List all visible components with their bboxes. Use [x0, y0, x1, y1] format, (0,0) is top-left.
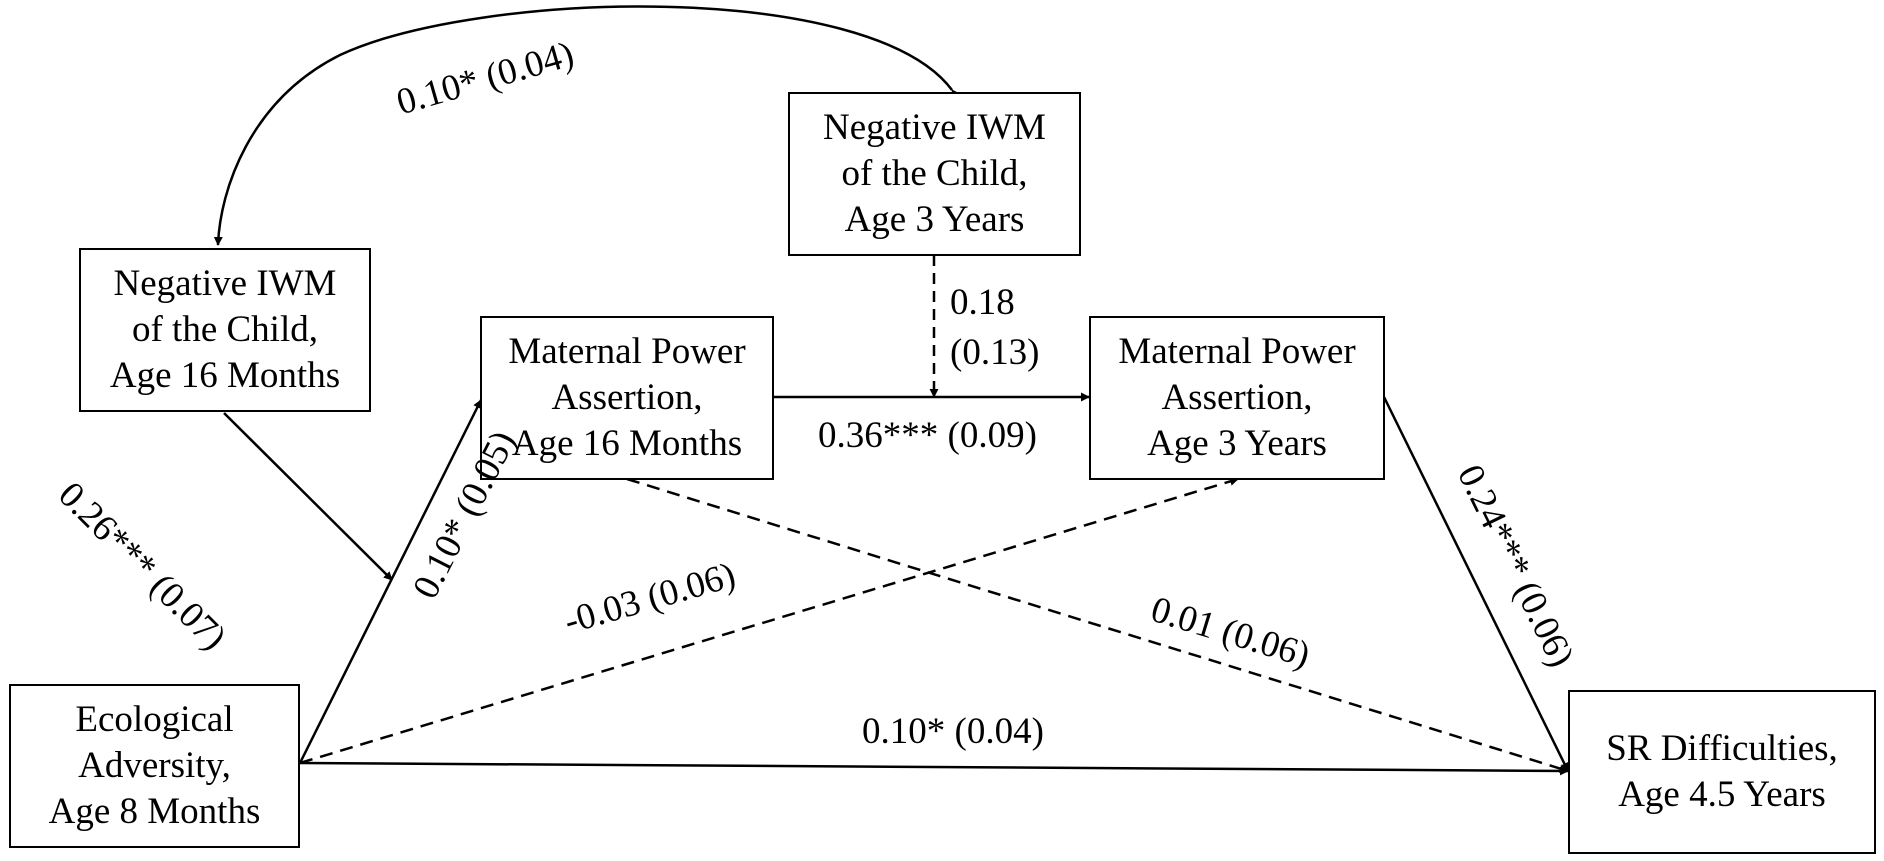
arrow-iwm16-to-eco: [223, 412, 393, 581]
node-line: Age 3 Years: [1147, 423, 1327, 464]
node-line: Negative IWM: [823, 107, 1046, 148]
node-mpa-16-months: Maternal Power Assertion, Age 16 Months: [480, 316, 774, 480]
coef-mpa16-to-mpa3: 0.36*** (0.09): [818, 415, 1037, 456]
node-line: of the Child,: [841, 153, 1028, 194]
node-iwm-3-years: Negative IWM of the Child, Age 3 Years: [788, 92, 1081, 256]
node-line: Age 3 Years: [844, 199, 1025, 240]
node-iwm-16-months: Negative IWM of the Child, Age 16 Months: [79, 248, 371, 412]
node-line: Age 16 Months: [511, 423, 743, 464]
node-line: Assertion,: [551, 377, 703, 418]
node-line: Negative IWM: [113, 263, 337, 304]
node-line: Maternal Power: [508, 331, 746, 372]
arrow-eco-to-mpa16: [298, 399, 483, 764]
node-mpa-3-years: Maternal Power Assertion, Age 3 Years: [1089, 316, 1385, 480]
node-line: Age 16 Months: [109, 355, 341, 396]
node-ecological-adversity: Ecological Adversity, Age 8 Months: [9, 684, 300, 848]
arrow-eco-to-sr: [299, 761, 1569, 776]
coef-iwm3-to-mpa3-value: 0.18: [950, 282, 1015, 323]
arrow-mpa3-to-sr: [1382, 396, 1570, 772]
node-line: Assertion,: [1161, 377, 1313, 418]
node-line: SR Difficulties,: [1606, 728, 1838, 769]
node-line: Age 4.5 Years: [1618, 774, 1826, 815]
coef-iwm3-to-mpa3-se: (0.13): [950, 332, 1040, 373]
node-line: Age 8 Months: [48, 791, 261, 832]
node-line: of the Child,: [131, 309, 318, 350]
covariance-arc-iwm: [213, 5, 961, 246]
node-sr-difficulties: SR Difficulties, Age 4.5 Years: [1568, 690, 1876, 854]
arrow-eco-to-mpa3: [299, 477, 1239, 765]
node-line: Adversity,: [78, 745, 231, 786]
arrow-mpa16-to-sr: [626, 477, 1569, 773]
coef-eco-to-sr: 0.10* (0.04): [862, 711, 1044, 752]
node-line: Maternal Power: [1118, 331, 1356, 372]
node-line: Ecological: [75, 699, 234, 740]
